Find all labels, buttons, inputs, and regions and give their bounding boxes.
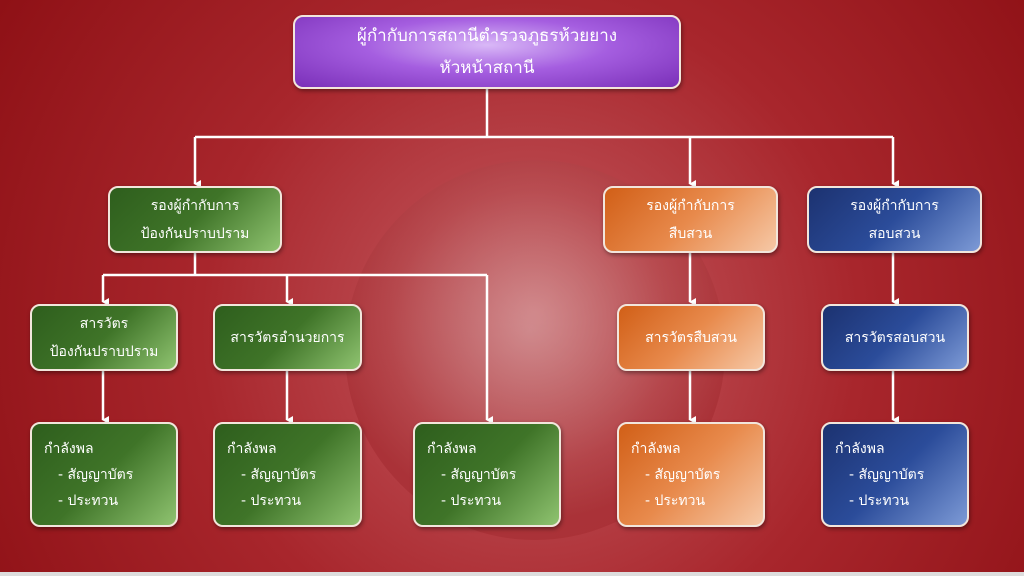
box-label: ป้องกันปราบปราม — [49, 343, 159, 360]
box-label: สืบสวน — [668, 225, 713, 242]
box-label: ป้องกันปราบปราม — [140, 225, 250, 242]
box-label: สารวัตรสอบสวน — [844, 329, 946, 346]
force-title: กำลังพล — [227, 440, 277, 457]
force-item: - ประทวน — [241, 492, 302, 509]
force-item: - ประทวน — [58, 492, 119, 509]
box-label: สอบสวน — [868, 225, 921, 242]
force-item: - สัญญาบัตร — [645, 466, 721, 483]
force-title: กำลังพล — [631, 440, 681, 457]
footer-strip — [0, 572, 1024, 576]
box-label: สารวัตรสืบสวน — [645, 329, 737, 346]
box-label: สารวัตร — [79, 315, 129, 332]
force-title: กำลังพล — [427, 440, 477, 457]
superintendent-box: ผู้กำกับการสถานีตำรวจภูธรห้วยยาง หัวหน้า… — [293, 15, 681, 89]
force-title: กำลังพล — [835, 440, 885, 457]
inspector-prevention-box: สารวัตรป้องกันปราบปราม — [30, 304, 178, 371]
force-item: - ประทวน — [645, 492, 706, 509]
force-item: - สัญญาบัตร — [58, 466, 134, 483]
deputy-investigation-box: รองผู้กำกับการสืบสวน — [603, 186, 778, 253]
force-box: กำลังพล - สัญญาบัตร - ประทวน — [213, 422, 362, 527]
deputy-prevention-box: รองผู้กำกับการป้องกันปราบปราม — [108, 186, 282, 253]
force-box: กำลังพล - สัญญาบัตร - ประทวน — [30, 422, 178, 527]
force-item: - ประทวน — [849, 492, 910, 509]
force-box: กำลังพล - สัญญาบัตร - ประทวน — [413, 422, 561, 527]
force-item: - สัญญาบัตร — [441, 466, 517, 483]
force-box: กำลังพล - สัญญาบัตร - ประทวน — [821, 422, 969, 527]
force-item: - สัญญาบัตร — [241, 466, 317, 483]
force-item: - สัญญาบัตร — [849, 466, 925, 483]
box-label: รองผู้กำกับการ — [850, 197, 939, 214]
inspector-investigation-box: สารวัตรสืบสวน — [617, 304, 765, 371]
box-label: รองผู้กำกับการ — [646, 197, 735, 214]
force-box: กำลังพล - สัญญาบัตร - ประทวน — [617, 422, 765, 527]
box-label: สารวัตรอำนวยการ — [230, 329, 345, 346]
force-title: กำลังพล — [44, 440, 94, 457]
box-label: รองผู้กำกับการ — [150, 197, 240, 214]
inspector-admin-box: สารวัตรอำนวยการ — [213, 304, 362, 371]
force-item: - ประทวน — [441, 492, 502, 509]
superintendent-role: หัวหน้าสถานี — [439, 58, 535, 78]
deputy-inquiry-box: รองผู้กำกับการสอบสวน — [807, 186, 982, 253]
inspector-inquiry-box: สารวัตรสอบสวน — [821, 304, 969, 371]
superintendent-title: ผู้กำกับการสถานีตำรวจภูธรห้วยยาง — [356, 26, 618, 46]
